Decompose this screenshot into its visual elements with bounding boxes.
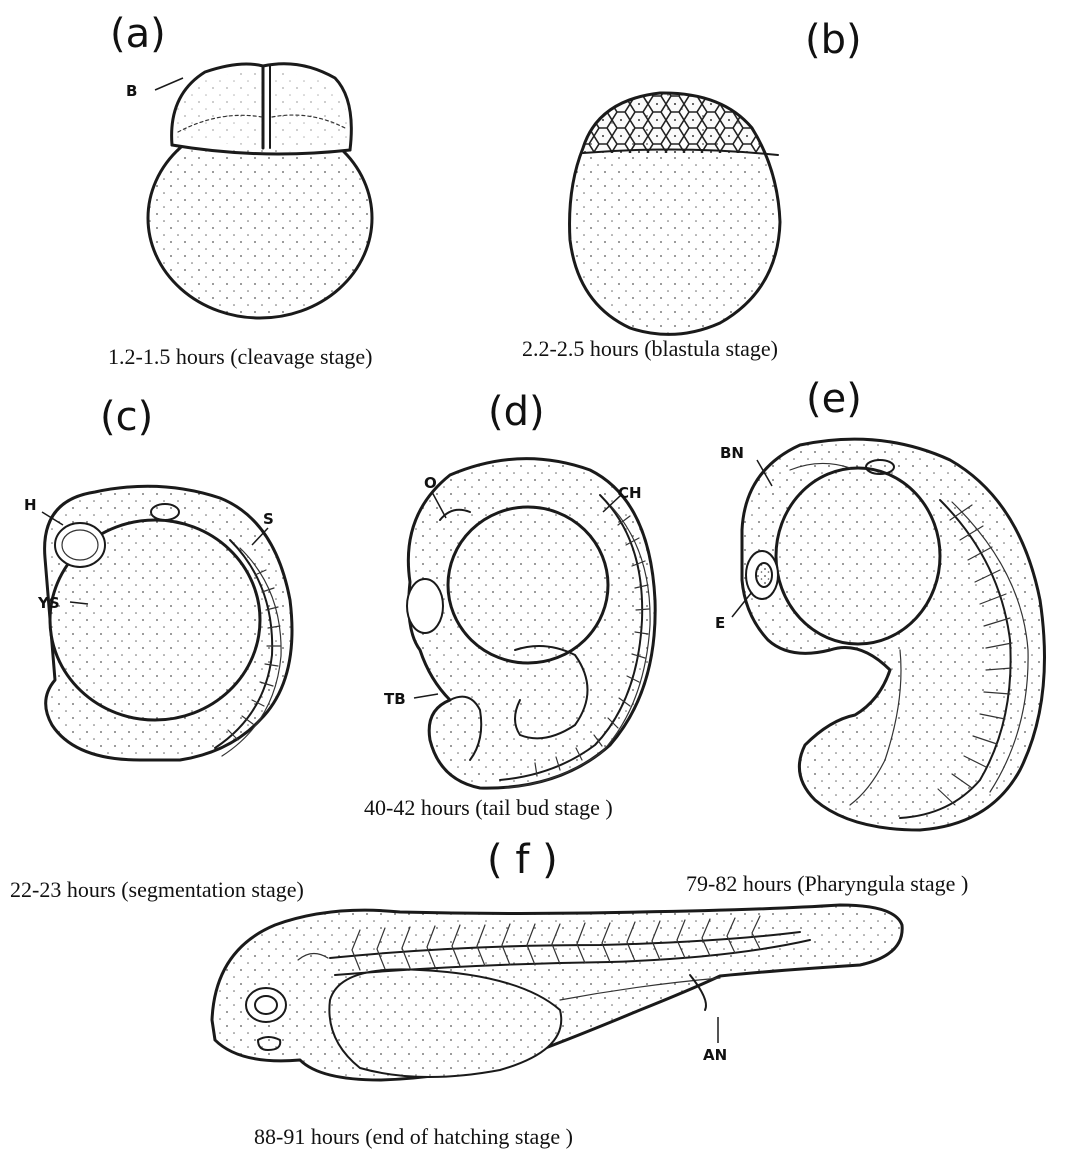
label-h-head: H — [24, 496, 37, 514]
label-o-otic-vesicle: O — [424, 474, 437, 492]
panel-b-letter: (b) — [805, 17, 862, 63]
panel-b: (b) 2.2-2.5 hours (blastula stage) — [522, 17, 862, 361]
panel-f-letter: ( f ) — [487, 837, 558, 883]
label-ys-yolk-sac: YS — [37, 594, 60, 612]
label-tb-tail-bud: TB — [384, 690, 406, 708]
panel-a-letter: (a) — [110, 11, 166, 57]
panel-a: (a) B 1.2-1.5 hours (cleavage stage) — [108, 11, 373, 369]
label-b-blastomere: B — [126, 82, 137, 100]
label-an-anus: AN — [703, 1046, 727, 1064]
panel-e-embryo-drawing — [742, 439, 1045, 830]
panel-c: (c) H S YS 22-23 hours — [10, 394, 304, 902]
panel-e: (e) BN — [686, 376, 1045, 896]
panel-d-caption: 40-42 hours (tail bud stage ) — [364, 795, 613, 820]
panel-a-caption: 1.2-1.5 hours (cleavage stage) — [108, 344, 373, 369]
panel-a-egg-drawing — [148, 64, 372, 318]
panel-c-letter: (c) — [100, 394, 153, 440]
panel-c-embryo-drawing — [45, 486, 292, 760]
panel-e-caption: 79-82 hours (Pharyngula stage ) — [686, 871, 968, 896]
panel-b-caption: 2.2-2.5 hours (blastula stage) — [522, 336, 778, 361]
panel-e-letter: (e) — [806, 376, 862, 422]
panel-f-larva-drawing — [212, 905, 902, 1080]
panel-d-embryo-drawing — [407, 459, 655, 788]
panel-d: (d) O CH — [364, 389, 655, 820]
label-bn-brain: BN — [720, 444, 744, 462]
panel-b-egg-drawing — [560, 85, 790, 334]
panel-f-caption: 88-91 hours (end of hatching stage ) — [254, 1124, 573, 1149]
panel-c-caption: 22-23 hours (segmentation stage) — [10, 877, 304, 902]
panel-d-letter: (d) — [488, 389, 545, 435]
label-ch-chorda: CH — [618, 484, 642, 502]
label-e-eye: E — [715, 614, 725, 632]
label-s-somite: S — [263, 510, 274, 528]
